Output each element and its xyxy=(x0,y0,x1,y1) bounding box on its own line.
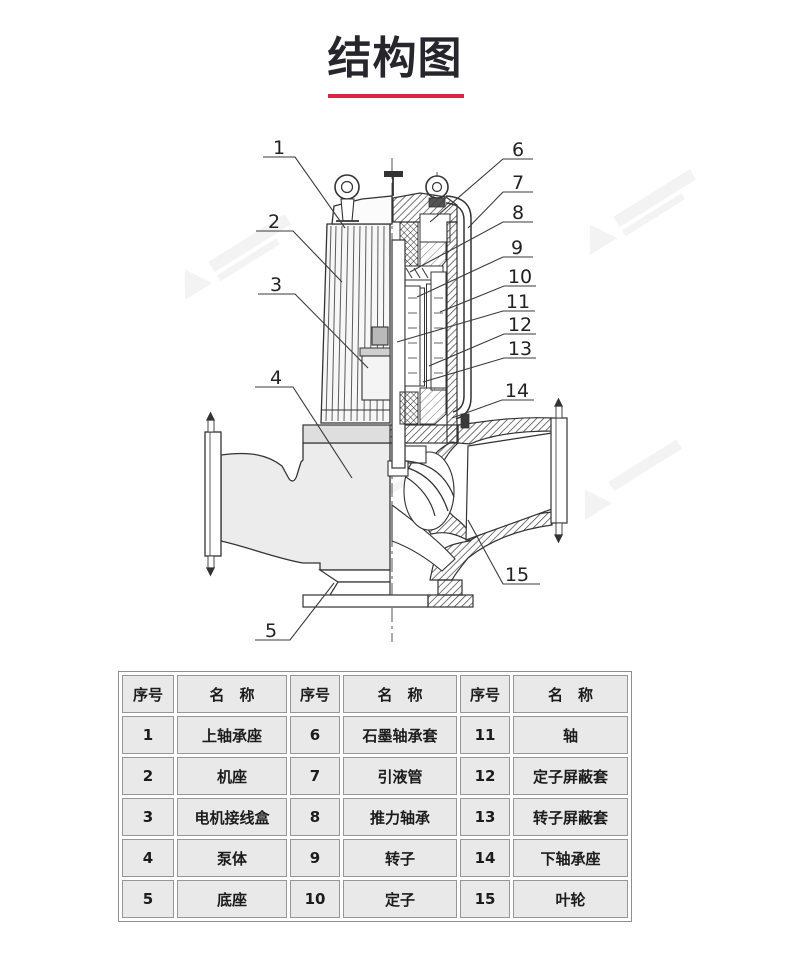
table-row: 2 机座 7 引液管 12 定子屏蔽套 xyxy=(122,757,628,795)
callout-13: 13 xyxy=(422,338,536,383)
part-no: 3 xyxy=(122,798,174,836)
part-name: 下轴承座 xyxy=(513,839,628,877)
callouts: 1 2 3 4 5 6 7 8 9 10 11 12 13 14 15 xyxy=(255,137,540,642)
part-no: 13 xyxy=(460,798,510,836)
callout-10: 10 xyxy=(439,266,536,313)
header-no: 序号 xyxy=(122,675,174,713)
suction-flange xyxy=(204,431,222,557)
callout-8: 8 xyxy=(409,202,533,273)
callout-9: 9 xyxy=(416,237,533,298)
svg-text:4: 4 xyxy=(270,367,282,389)
part-name: 电机接线盒 xyxy=(177,798,287,836)
part-no: 1 xyxy=(122,716,174,754)
svg-text:8: 8 xyxy=(512,202,524,224)
svg-text:1: 1 xyxy=(273,137,285,159)
table-row: 5 底座 10 定子 15 叶轮 xyxy=(122,880,628,918)
header-name: 名 称 xyxy=(513,675,628,713)
part-name: 转子 xyxy=(343,839,457,877)
shaft xyxy=(391,239,406,469)
part-name: 引液管 xyxy=(343,757,457,795)
lower-bearing-housing xyxy=(419,387,447,425)
discharge-flange xyxy=(550,417,568,524)
part-no: 15 xyxy=(460,880,510,918)
callout-4: 4 xyxy=(255,367,353,479)
part-name: 机座 xyxy=(177,757,287,795)
header-no: 序号 xyxy=(460,675,510,713)
part-no: 7 xyxy=(290,757,340,795)
svg-text:9: 9 xyxy=(511,237,523,259)
table-row: 1 上轴承座 6 石墨轴承套 11 轴 xyxy=(122,716,628,754)
svg-text:2: 2 xyxy=(268,211,280,233)
part-no: 14 xyxy=(460,839,510,877)
parts-table: 序号 名 称 序号 名 称 序号 名 称 1 上轴承座 6 石墨轴承套 11 轴… xyxy=(118,671,632,922)
part-name: 定子 xyxy=(343,880,457,918)
callout-3: 3 xyxy=(258,274,369,369)
part-name: 推力轴承 xyxy=(343,798,457,836)
pump-structure-diagram: 1 2 3 4 5 6 7 8 9 10 11 12 13 14 15 xyxy=(184,137,697,642)
impeller-blades xyxy=(404,460,455,517)
part-name: 定子屏蔽套 xyxy=(513,757,628,795)
callout-12: 12 xyxy=(428,314,536,367)
callout-14: 14 xyxy=(451,380,534,419)
callout-6: 6 xyxy=(429,139,533,223)
table-row: 3 电机接线盒 8 推力轴承 13 转子屏蔽套 xyxy=(122,798,628,836)
callout-2: 2 xyxy=(256,211,343,283)
svg-text:15: 15 xyxy=(505,564,529,586)
header-name: 名 称 xyxy=(343,675,457,713)
impeller-cavity xyxy=(403,451,455,531)
part-no: 2 xyxy=(122,757,174,795)
svg-text:13: 13 xyxy=(508,338,532,360)
title-underline xyxy=(328,94,464,98)
table-header-row: 序号 名 称 序号 名 称 序号 名 称 xyxy=(122,675,628,713)
svg-text:12: 12 xyxy=(508,314,532,336)
callout-5: 5 xyxy=(255,582,335,642)
header-name: 名 称 xyxy=(177,675,287,713)
stator-shell xyxy=(446,221,458,444)
pump-body xyxy=(204,411,391,577)
callout-15: 15 xyxy=(467,519,540,586)
svg-text:14: 14 xyxy=(505,380,529,402)
part-name: 叶轮 xyxy=(513,880,628,918)
part-no: 4 xyxy=(122,839,174,877)
part-name: 轴 xyxy=(513,716,628,754)
base xyxy=(302,569,474,608)
svg-text:11: 11 xyxy=(506,291,530,313)
rotor-can xyxy=(419,287,425,387)
part-no: 10 xyxy=(290,880,340,918)
callout-11: 11 xyxy=(396,291,535,343)
circulation-pipe xyxy=(445,195,472,420)
part-name: 石墨轴承套 xyxy=(343,716,457,754)
svg-text:6: 6 xyxy=(512,139,524,161)
part-name: 底座 xyxy=(177,880,287,918)
callout-1: 1 xyxy=(263,137,346,229)
page-title: 结构图 xyxy=(327,33,463,84)
svg-text:7: 7 xyxy=(512,172,524,194)
part-no: 5 xyxy=(122,880,174,918)
part-no: 8 xyxy=(290,798,340,836)
header-no: 序号 xyxy=(290,675,340,713)
stator-can xyxy=(426,283,432,389)
junction-box xyxy=(361,355,391,401)
stator-winding-bottom xyxy=(399,391,419,425)
part-name: 转子屏蔽套 xyxy=(513,798,628,836)
vent-plug-icon xyxy=(384,171,403,196)
svg-text:5: 5 xyxy=(265,620,277,642)
part-no: 12 xyxy=(460,757,510,795)
junction-box-top xyxy=(371,326,389,346)
svg-text:10: 10 xyxy=(508,266,532,288)
table-row: 4 泵体 9 转子 14 下轴承座 xyxy=(122,839,628,877)
lifting-eye-icon xyxy=(334,174,360,222)
part-no: 9 xyxy=(290,839,340,877)
callout-7: 7 xyxy=(467,172,533,229)
part-no: 11 xyxy=(460,716,510,754)
part-name: 泵体 xyxy=(177,839,287,877)
part-name: 上轴承座 xyxy=(177,716,287,754)
svg-text:3: 3 xyxy=(270,274,282,296)
part-no: 6 xyxy=(290,716,340,754)
